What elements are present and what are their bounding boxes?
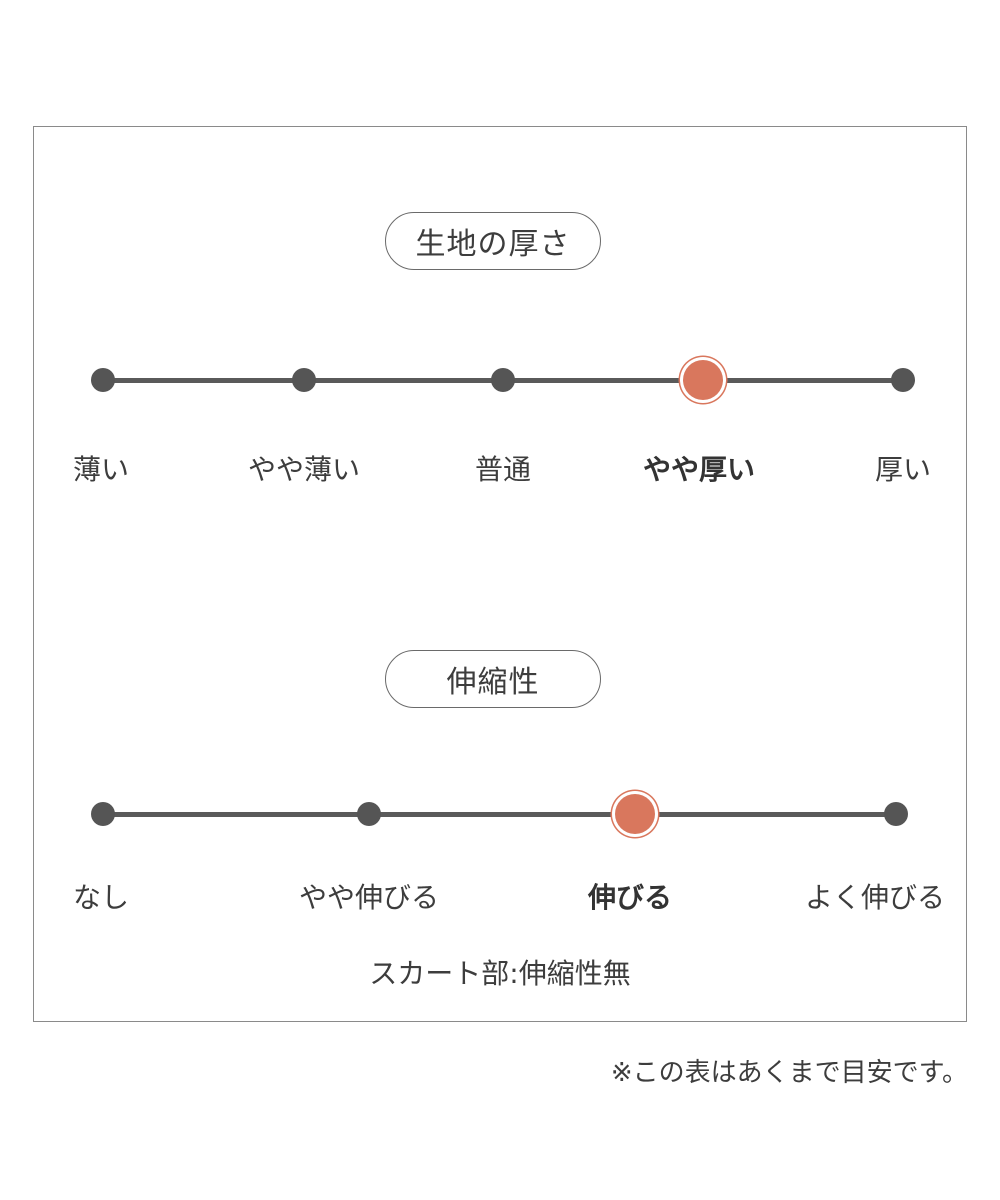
stretch-title-text: 伸縮性 (446, 665, 540, 700)
chart-frame (33, 126, 967, 1022)
thickness-dot-4 (891, 368, 915, 392)
thickness-label-normal: 普通 (474, 453, 532, 486)
thickness-title: 生地の厚さ (385, 212, 601, 270)
stretch-dot-1 (357, 802, 381, 826)
stretch-scale-line (103, 812, 896, 817)
stretch-title: 伸縮性 (385, 650, 601, 708)
stretch-dot-3 (884, 802, 908, 826)
thickness-label-slightly-thick: やや厚い (642, 453, 756, 486)
stretch-dot-0 (91, 802, 115, 826)
thickness-dot-0 (91, 368, 115, 392)
thickness-dot-1 (292, 368, 316, 392)
stretch-label-stretchy: 伸びる (587, 881, 673, 914)
stretch-selected-marker (615, 794, 655, 834)
stretch-label-none: なし (72, 881, 130, 914)
thickness-label-thick: 厚い (874, 453, 932, 486)
thickness-label-thin: 薄い (72, 453, 130, 486)
stretch-label-slightly-stretchy: やや伸びる (298, 881, 440, 914)
skirt-stretch-note: スカート部:伸縮性無 (369, 957, 631, 990)
thickness-label-slightly-thin: やや薄い (247, 453, 361, 486)
disclaimer-footnote: ※この表はあくまで目安です。 (610, 1058, 968, 1088)
thickness-selected-marker (683, 360, 723, 400)
thickness-title-text: 生地の厚さ (415, 227, 571, 262)
thickness-dot-2 (491, 368, 515, 392)
stretch-label-very-stretchy: よく伸びる (804, 881, 946, 914)
